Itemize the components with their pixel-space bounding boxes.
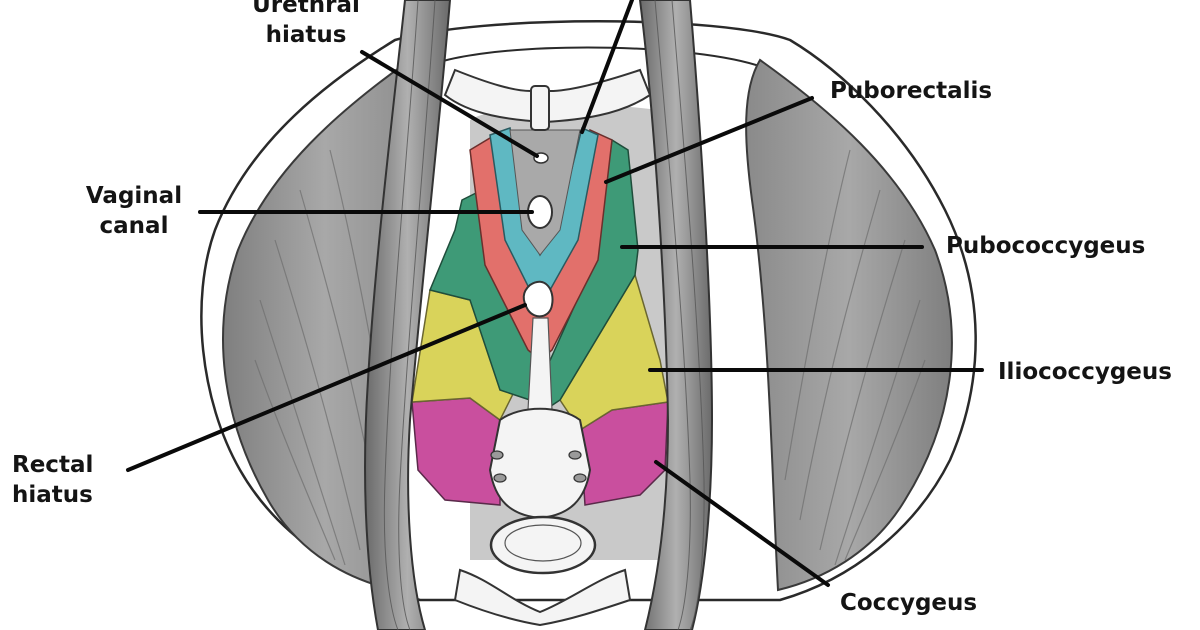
- label-rectal-hiatus-line-1: Rectal: [12, 452, 94, 478]
- sacrum-coccyx-bone: [488, 407, 592, 520]
- leader-urethral-hiatus: [360, 50, 539, 158]
- right-vertical-band: [638, 0, 714, 630]
- label-vaginal-canal: Vaginal canal: [64, 181, 204, 241]
- label-rectal-hiatus: Rectal hiatus: [12, 450, 93, 510]
- label-vaginal-canal-line-1: Vaginal: [85, 183, 183, 209]
- label-urethral-hiatus: Urethral hiatus: [236, 0, 376, 50]
- right-lateral-muscle: [745, 58, 953, 592]
- label-rectal-hiatus-line-2: hiatus: [12, 482, 93, 508]
- label-urethral-hiatus-line-1: Urethral: [252, 0, 360, 18]
- right-muscle-fibres: [784, 149, 926, 566]
- leader-top-pointer: [580, 0, 634, 134]
- vertebral-process: [453, 568, 632, 627]
- label-vaginal-canal-line-2: canal: [99, 213, 169, 239]
- label-pubococcygeus: Pubococcygeus: [946, 233, 1146, 259]
- leader-lines: [126, 0, 984, 587]
- lower-vertebra: [489, 515, 597, 575]
- leader-coccygeus: [654, 460, 830, 587]
- label-puborectalis: Puborectalis: [830, 78, 993, 104]
- leader-puborectalis: [604, 96, 814, 184]
- rectal-opening: [522, 280, 554, 318]
- left-vertical-band: [364, 0, 452, 630]
- vertebral-body-inner: [504, 524, 582, 562]
- right-band-lines: [654, 0, 705, 630]
- leader-rectal-hiatus: [126, 303, 527, 472]
- left-band-lines: [383, 0, 436, 630]
- label-coccygeus: Coccygeus: [840, 590, 978, 616]
- sacral-foramina: [490, 450, 587, 483]
- pubic-symphysis-joint: [530, 85, 550, 131]
- label-urethral-hiatus-line-2: hiatus: [265, 22, 347, 48]
- label-iliococcygeus: Iliococcygeus: [998, 359, 1172, 385]
